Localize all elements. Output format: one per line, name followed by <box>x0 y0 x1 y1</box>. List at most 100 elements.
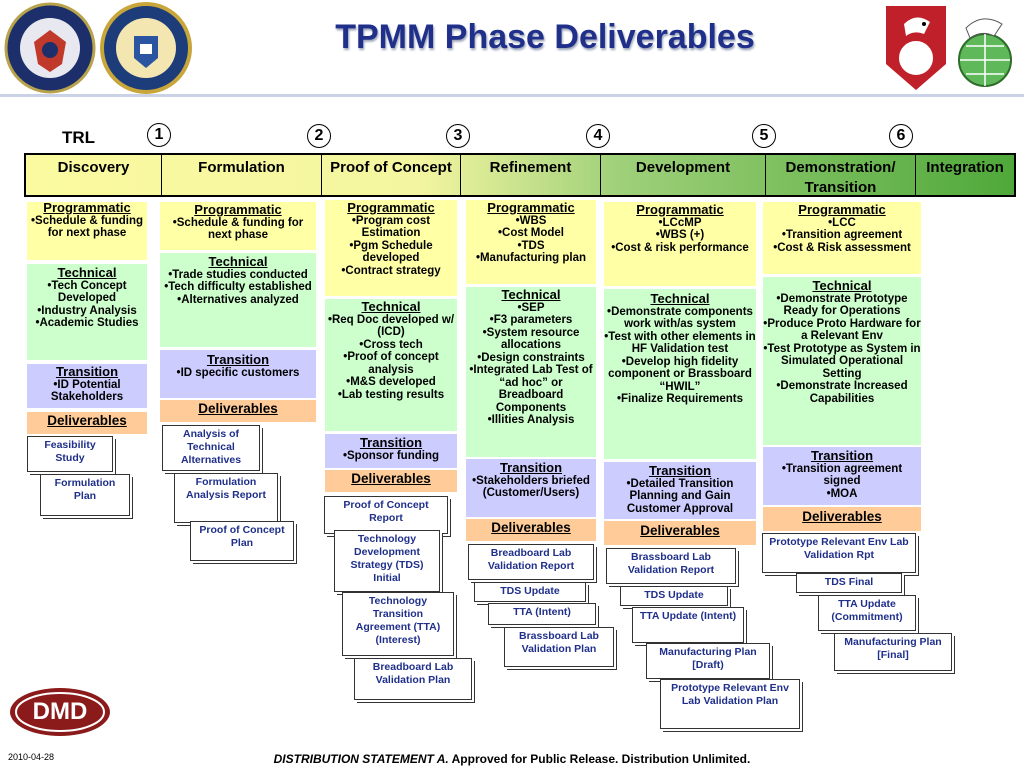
technical-box: Technical •Req Doc developed w/ (ICD) •C… <box>325 299 457 431</box>
programmatic-heading: Programmatic <box>43 200 131 215</box>
deliverable-doc: Analysis of Technical Alternatives <box>162 425 260 471</box>
programmatic-box: Programmatic •Program cost Estimation •P… <box>325 200 457 296</box>
programmatic-box: Programmatic •WBS •Cost Model •TDS •Manu… <box>466 200 596 284</box>
phase-discovery: Discovery <box>26 155 162 195</box>
deliverable-doc: Technology Transition Agreement (TTA) (I… <box>342 592 454 656</box>
programmatic-box: Programmatic •LCcMP •WBS (+) •Cost & ris… <box>604 202 756 286</box>
transition-item: •Transition agreement signed <box>781 462 903 488</box>
programmatic-box: Programmatic •LCC •Transition agreement … <box>763 202 921 274</box>
technical-box: Technical •Tech Concept Developed •Indus… <box>27 264 147 360</box>
date-stamp: 2010-04-28 <box>8 752 55 762</box>
distribution-statement-text: Approved for Public Release. Distributio… <box>448 752 751 766</box>
transition-heading: Transition <box>359 435 423 450</box>
deliverable-doc: Technology Development Strategy (TDS) In… <box>334 530 440 592</box>
programmatic-item: •Schedule & funding for next phase <box>172 216 304 242</box>
programmatic-item: •TDS <box>517 239 545 252</box>
programmatic-item: •LCcMP <box>658 216 702 229</box>
phase-formulation: Formulation <box>162 155 322 195</box>
transition-heading: Transition <box>55 364 119 379</box>
deliverables-box: Deliverables <box>160 400 316 422</box>
deliverable-doc: Prototype Relevant Env Lab Validation Rp… <box>762 533 916 573</box>
programmatic-item: •Cost & risk performance <box>611 241 749 254</box>
technical-box: Technical •Demonstrate Prototype Ready f… <box>763 277 921 445</box>
deliverable-doc: TTA (Intent) <box>488 603 596 625</box>
transition-heading: Transition <box>499 460 563 475</box>
trl-number-1: 1 <box>147 123 171 147</box>
distribution-statement: DISTRIBUTION STATEMENT A. Approved for P… <box>0 752 1024 766</box>
technical-item: •Demonstrate Prototype Ready for Operati… <box>776 292 908 318</box>
transition-box: Transition •Transition agreement signed … <box>763 447 921 505</box>
phase-refinement: Refinement <box>461 155 601 195</box>
deliverable-doc: TDS Final <box>796 573 902 593</box>
technical-item: •Test with other elements in HF Validati… <box>604 330 756 356</box>
deliverables-heading: Deliverables <box>640 523 720 538</box>
deliverable-doc: Feasibility Study <box>27 436 113 472</box>
technical-item: •Academic Studies <box>35 317 139 329</box>
technical-item: •Tech Concept Developed <box>47 279 127 305</box>
programmatic-item: •Contract strategy <box>341 264 441 277</box>
deliverables-heading: Deliverables <box>351 471 431 486</box>
dau-seal-logo <box>100 2 192 94</box>
trl-number-3: 3 <box>446 124 470 148</box>
technical-item: •Req Doc developed w/ (ICD) <box>327 313 455 339</box>
page-title: TPMM Phase Deliverables <box>335 18 755 56</box>
deliverable-doc: TDS Update <box>620 586 728 606</box>
technical-item: •Lab testing results <box>337 388 445 401</box>
programmatic-box: Programmatic •Schedule & funding for nex… <box>160 202 316 250</box>
deliverables-heading: Deliverables <box>802 509 882 524</box>
deliverables-box: Deliverables <box>325 470 457 492</box>
deliverable-doc: Manufacturing Plan [Final] <box>834 633 952 671</box>
deliverables-box: Deliverables <box>466 519 596 541</box>
trl-number-6: 6 <box>889 124 913 148</box>
programmatic-heading: Programmatic <box>194 202 282 217</box>
programmatic-item: •WBS (+) <box>655 229 705 241</box>
deliverable-doc: Brassboard Lab Validation Report <box>606 548 736 584</box>
transition-item: •Sponsor funding <box>342 449 439 462</box>
programmatic-item: •Program cost Estimation <box>351 214 431 240</box>
technical-box: Technical •Demonstrate components work w… <box>604 289 756 459</box>
trl-number-2: 2 <box>307 124 331 148</box>
trl-label: TRL <box>62 128 96 147</box>
dmd-logo-text: DMD <box>32 698 88 725</box>
technical-item: •Alternatives analyzed <box>177 293 299 306</box>
programmatic-heading: Programmatic <box>347 200 435 215</box>
deliverable-doc: TDS Update <box>474 582 586 602</box>
programmatic-heading: Programmatic <box>636 202 724 217</box>
programmatic-item: •Schedule & funding for next phase <box>31 214 143 240</box>
deliverables-heading: Deliverables <box>198 401 278 416</box>
transition-item: •ID specific customers <box>176 366 300 379</box>
dmd-logo: DMD <box>8 686 112 738</box>
phase-bar: Discovery Formulation Proof of Concept R… <box>24 153 1016 197</box>
technical-item: •Cross tech <box>359 338 423 351</box>
technical-heading: Technical <box>208 254 268 269</box>
technical-heading: Technical <box>361 299 421 314</box>
technical-heading: Technical <box>812 278 872 293</box>
transition-box: Transition •ID Potential Stakeholders <box>27 364 147 408</box>
eagle-globe-logo <box>950 10 1020 92</box>
deliverable-doc: Prototype Relevant Env Lab Validation Pl… <box>660 679 800 729</box>
programmatic-item: •Cost & Risk assessment <box>773 241 911 254</box>
trl-number-4: 4 <box>586 124 610 148</box>
deliverable-doc: Breadboard Lab Validation Plan <box>354 658 472 700</box>
transition-heading: Transition <box>810 448 874 463</box>
technical-box: Technical •Trade studies conducted •Tech… <box>160 253 316 347</box>
technical-item: •M&S developed <box>346 376 436 388</box>
phase-demonstration-transition: Demonstration/ Transition <box>766 155 916 196</box>
deliverables-heading: Deliverables <box>491 520 571 535</box>
deliverable-doc: Proof of Concept Plan <box>190 521 294 561</box>
technical-item: •Proof of concept analysis <box>343 351 439 376</box>
deliverables-box: Deliverables <box>604 521 756 545</box>
transition-item: •ID Potential Stakeholders <box>50 378 124 404</box>
programmatic-item: •WBS <box>515 214 547 227</box>
technical-item: •SEP <box>517 301 545 314</box>
transition-box: Transition •Sponsor funding <box>325 434 457 468</box>
transition-box: Transition •Detailed Transition Planning… <box>604 462 756 519</box>
technical-heading: Technical <box>501 287 561 302</box>
programmatic-item: •Cost Model <box>498 227 564 239</box>
dtra-seal-logo <box>4 2 96 94</box>
deliverable-doc: Brassboard Lab Validation Plan <box>504 627 614 667</box>
deliverable-doc: Formulation Plan <box>40 474 130 516</box>
trl-number-5: 5 <box>752 124 776 148</box>
transition-heading: Transition <box>648 463 712 478</box>
technical-item: •Industry Analysis <box>37 304 137 317</box>
